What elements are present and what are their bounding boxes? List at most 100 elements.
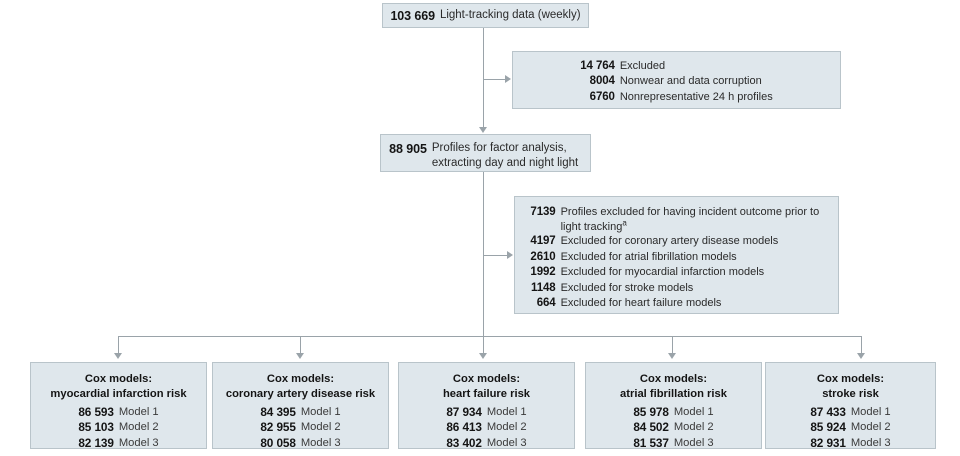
node-label: Model 2 — [486, 421, 527, 434]
model-title-line-2: heart failure risk — [442, 387, 531, 400]
node-label: Model 3 — [486, 437, 527, 450]
node-count: 81 537 — [633, 436, 669, 451]
node-row: 87 934 Model 1 — [446, 405, 526, 421]
node-count: 82 931 — [810, 436, 846, 451]
arrow-to-excluded1 — [505, 75, 511, 83]
node-row: 85 978 Model 1 — [633, 405, 713, 421]
node-count: 86 593 — [78, 404, 114, 419]
node-light-tracking-data: 103 669 Light-tracking data (weekly) — [382, 3, 589, 28]
node-row: 664 Excluded for heart failure models — [530, 296, 822, 311]
node-row: 6760 Nonrepresentative 24 h profiles — [580, 90, 773, 105]
model-title-line-1: Cox models: — [84, 373, 153, 385]
node-count: 1992 — [530, 266, 556, 279]
node-label: Model 1 — [850, 405, 891, 418]
node-count: 2610 — [530, 250, 556, 263]
node-label: Nonrepresentative 24 h profiles — [619, 90, 773, 103]
node-row: 1148 Excluded for stroke models — [530, 281, 822, 296]
node-count: 6760 — [589, 90, 615, 103]
model-title-line-2: myocardial infarction risk — [50, 387, 187, 400]
node-row: 82 139 Model 3 — [78, 436, 158, 452]
node-label: Nonwear and data corruption — [619, 75, 762, 88]
footnote-marker: a — [622, 218, 627, 228]
node-row: 85 924 Model 2 — [810, 420, 890, 436]
model-box-title: Cox models: stroke risk — [766, 372, 935, 402]
node-label: Excluded for stroke models — [560, 281, 694, 294]
node-count: 4197 — [530, 235, 556, 248]
node-label: Model 2 — [118, 421, 159, 434]
connector-to-excluded1 — [483, 79, 507, 80]
arrow-to-model-4 — [668, 353, 676, 359]
model-box-title: Cox models: coronary artery disease risk — [213, 372, 388, 402]
node-row: 88 905 Profiles for factor analysis, ext… — [389, 141, 582, 172]
node-label: Light-tracking data (weekly) — [439, 9, 581, 21]
node-count: 85 924 — [810, 420, 846, 435]
model-box-title: Cox models: heart failure risk — [399, 372, 574, 402]
node-row: 85 103 Model 2 — [78, 420, 158, 436]
node-count: 80 058 — [260, 436, 296, 451]
arrow-to-profiles — [479, 127, 487, 133]
node-row: 84 502 Model 2 — [633, 420, 713, 436]
node-label: Excluded for atrial fibrillation models — [560, 250, 737, 263]
node-profiles-factor-analysis: 88 905 Profiles for factor analysis, ext… — [380, 134, 591, 172]
node-label: Model 3 — [118, 437, 159, 450]
node-label: Profiles for factor analysis, extracting… — [431, 142, 579, 170]
node-row: 87 433 Model 1 — [810, 405, 890, 421]
node-count: 82 955 — [260, 420, 296, 435]
node-count: 85 103 — [78, 420, 114, 435]
node-cox-models-myocardial-infarction: Cox models: myocardial infarction risk 8… — [30, 362, 207, 452]
node-label: Model 2 — [850, 421, 891, 434]
connector-drop-4 — [672, 336, 673, 355]
connector-trunk-lower — [483, 172, 484, 337]
node-cox-models-stroke: Cox models: stroke risk 87 433 Model 1 8… — [765, 362, 936, 452]
node-row: 1992 Excluded for myocardial infarction … — [530, 265, 822, 280]
model-title-line-1: Cox models: — [816, 373, 885, 385]
model-box-title: Cox models: myocardial infarction risk — [31, 372, 206, 402]
node-count: 86 413 — [446, 420, 482, 435]
connector-trunk-upper — [483, 28, 484, 128]
node-count: 84 395 — [260, 404, 296, 419]
node-count: 7139 — [530, 206, 556, 218]
node-label: Model 2 — [673, 421, 714, 434]
arrow-to-model-5 — [857, 353, 865, 359]
node-row: 4197 Excluded for coronary artery diseas… — [530, 234, 822, 249]
node-count: 87 934 — [446, 404, 482, 419]
arrow-to-model-2 — [296, 353, 304, 359]
node-label: Model 1 — [118, 405, 159, 418]
node-row: 2610 Excluded for atrial fibrillation mo… — [530, 250, 822, 265]
node-row: 82 955 Model 2 — [260, 420, 340, 436]
model-title-line-1: Cox models: — [639, 373, 708, 385]
node-count: 84 502 — [633, 420, 669, 435]
node-cox-models-coronary-artery-disease: Cox models: coronary artery disease risk… — [212, 362, 389, 451]
node-row: 103 669 Light-tracking data (weekly) — [390, 8, 580, 25]
node-count: 8004 — [589, 75, 615, 88]
node-excluded-nonwear: 14 764 Excluded 8004 Nonwear and data co… — [512, 51, 841, 109]
arrow-to-model-3 — [479, 353, 487, 359]
node-row: 83 402 Model 3 — [446, 436, 526, 452]
connector-drop-2 — [300, 336, 301, 355]
node-label-text: Profiles excluded for having incident ou… — [560, 206, 820, 233]
node-row: 81 537 Model 3 — [633, 436, 713, 452]
node-label: Excluded — [619, 60, 666, 72]
node-row: 7139 Profiles excluded for having incide… — [530, 205, 822, 234]
node-count: 103 669 — [390, 9, 435, 23]
node-excluded-prior-outcome: 7139 Profiles excluded for having incide… — [514, 196, 839, 314]
node-label: Model 3 — [673, 437, 714, 450]
node-label: Excluded for heart failure models — [560, 297, 722, 310]
model-box-title: Cox models: atrial fibrillation risk — [586, 372, 761, 402]
node-row: 84 395 Model 1 — [260, 405, 340, 421]
node-row: 86 593 Model 1 — [78, 405, 158, 421]
node-label: Excluded for coronary artery disease mod… — [560, 235, 779, 248]
node-count: 664 — [536, 297, 556, 310]
connector-drop-5 — [861, 336, 862, 355]
node-label: Model 3 — [300, 437, 341, 450]
connector-to-excluded2 — [483, 255, 509, 256]
node-count: 87 433 — [810, 404, 846, 419]
arrow-to-excluded2 — [507, 251, 513, 259]
model-title-line-2: coronary artery disease risk — [225, 387, 376, 400]
model-title-line-2: atrial fibrillation risk — [620, 387, 727, 400]
node-row: 82 931 Model 3 — [810, 436, 890, 452]
node-count: 14 764 — [580, 60, 615, 72]
node-label: Model 1 — [486, 405, 527, 418]
connector-distribution-bar — [118, 336, 862, 337]
